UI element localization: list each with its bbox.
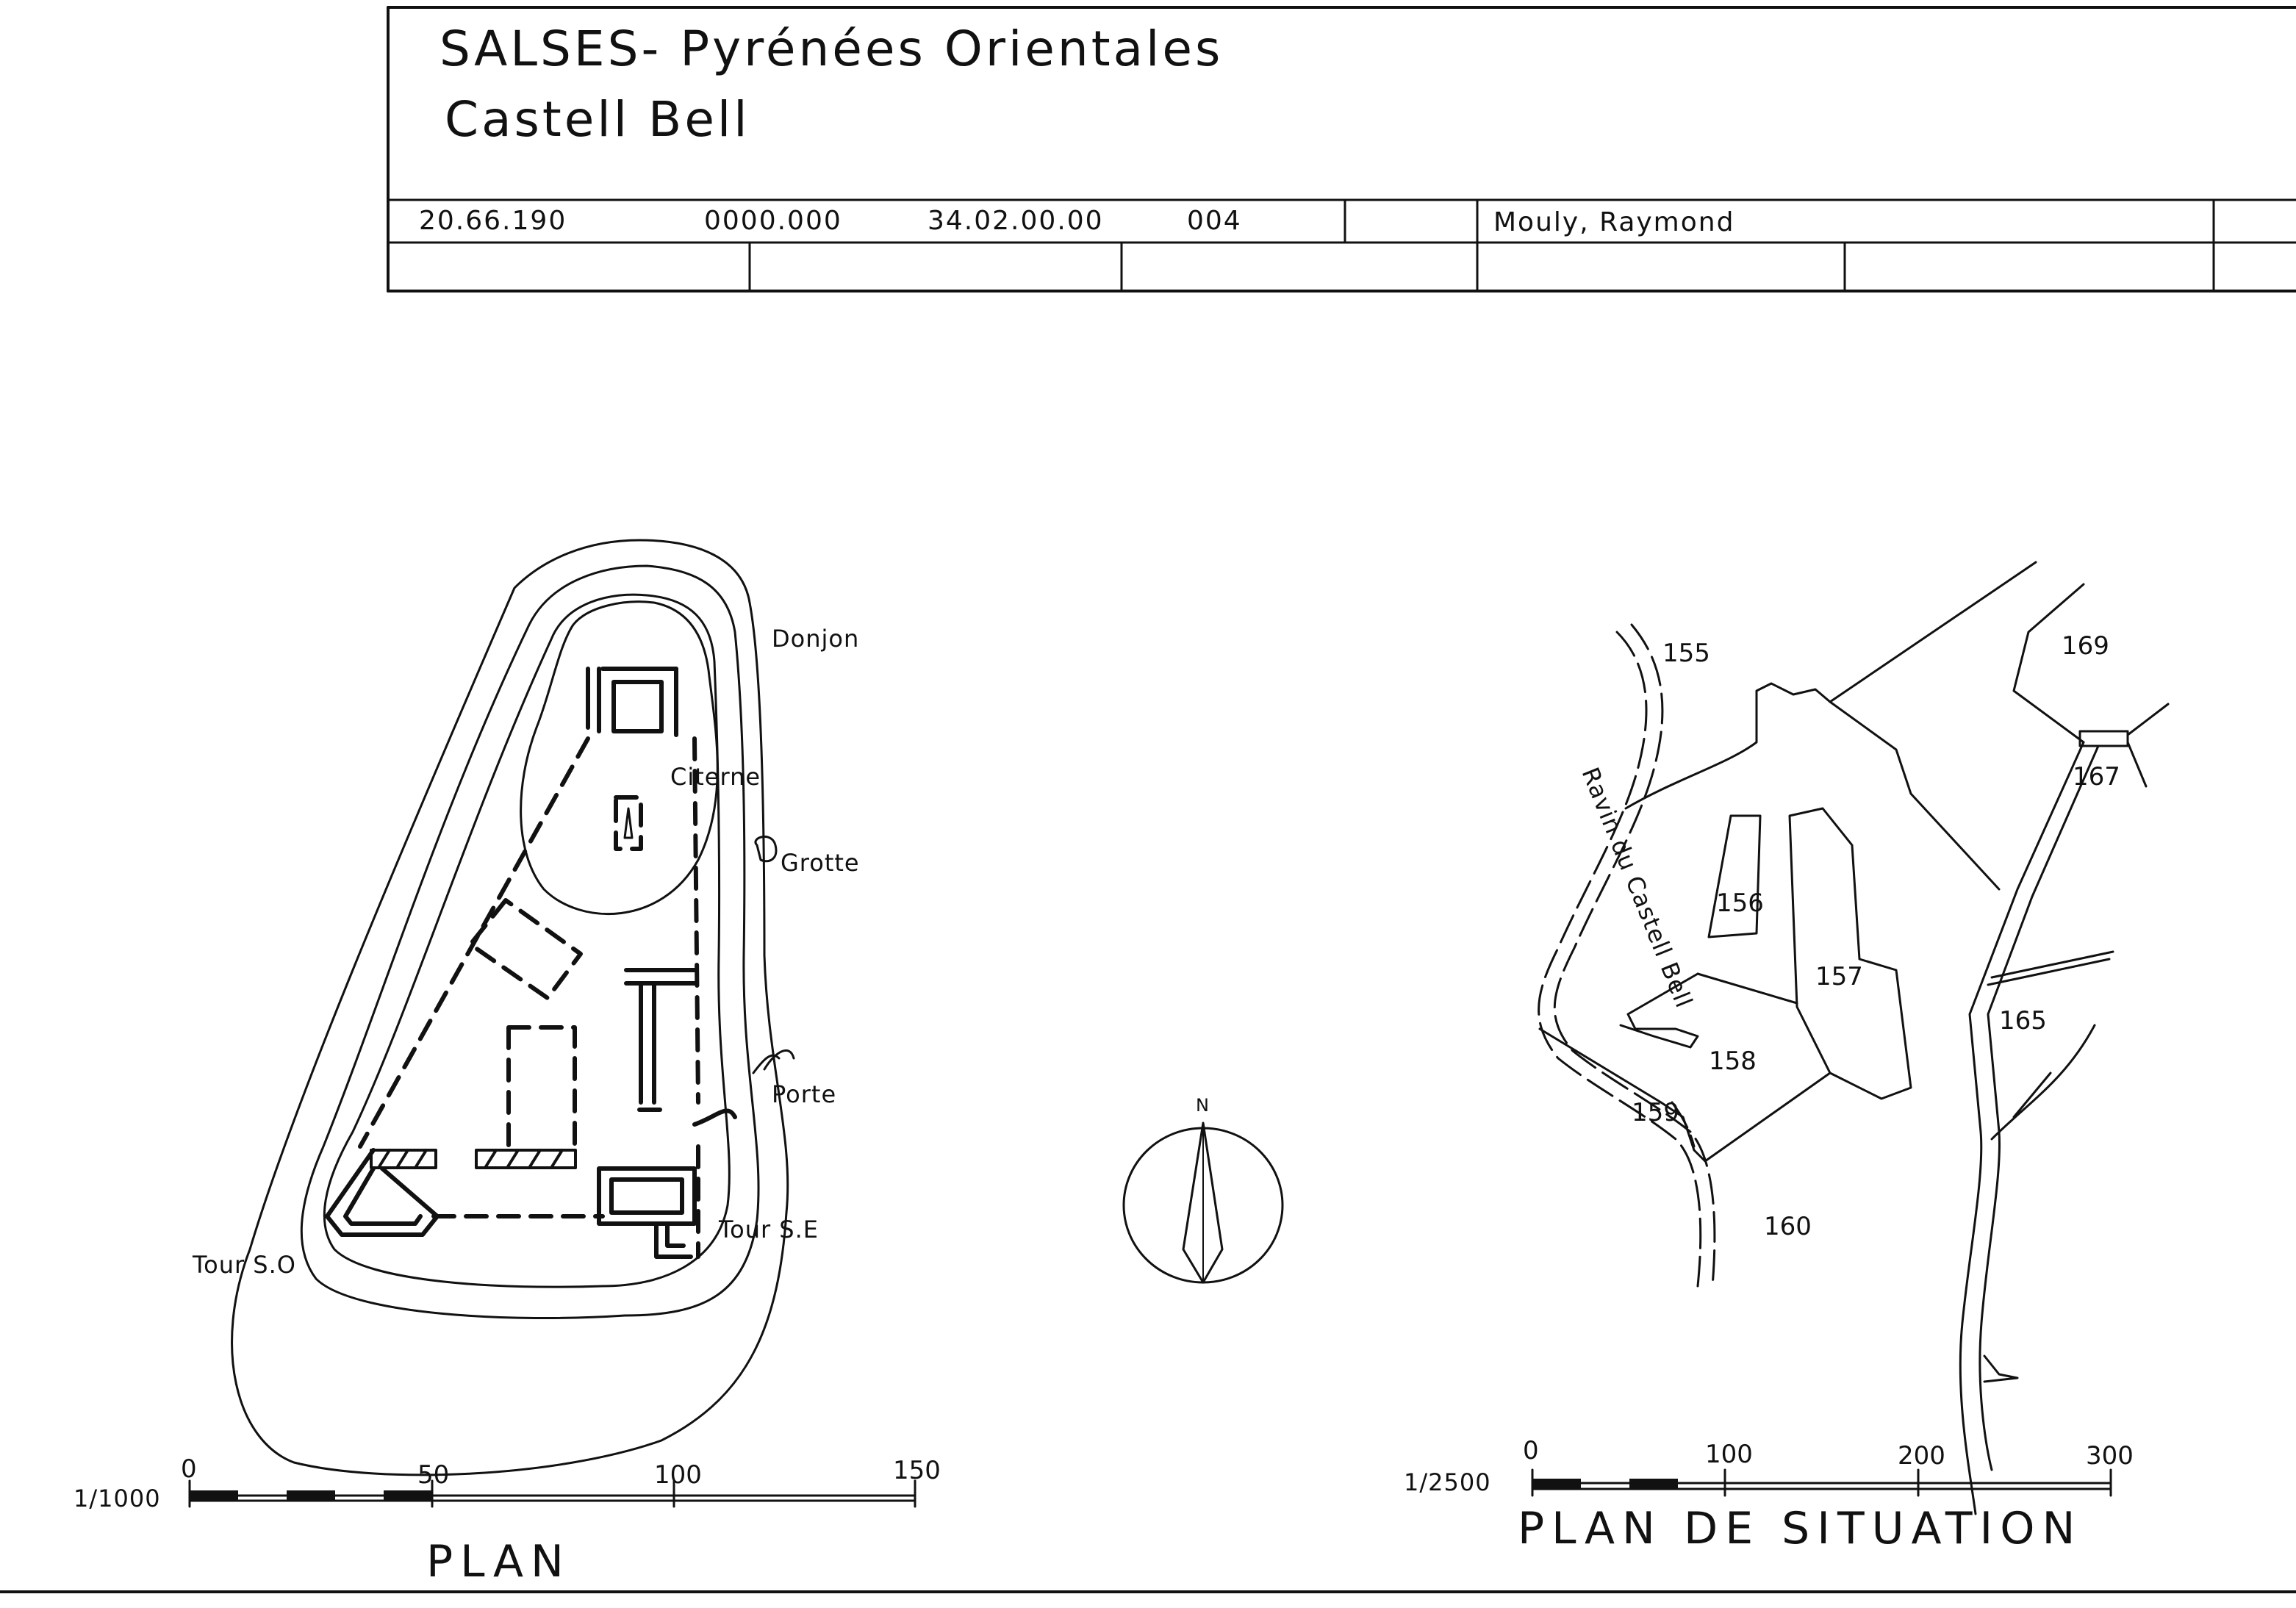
tour-so-structure: [325, 1148, 440, 1237]
situation-scale-ratio: 1/2500: [1404, 1468, 1491, 1496]
plan-scale-tick-50: 50: [417, 1460, 449, 1490]
north-arrow-compass: [1122, 1121, 1284, 1284]
enceinte-dashed-wall: [358, 736, 700, 1259]
parcel-155: 155: [1662, 639, 1710, 668]
situation-scale-tick-0: 0: [1523, 1436, 1539, 1465]
code-cell-1: 20.66.190: [419, 206, 567, 236]
situation-scale-tick-300: 300: [2086, 1441, 2134, 1471]
label-donjon: Donjon: [772, 625, 859, 653]
sheet-frame: [0, 6, 2296, 1593]
parcel-157: 157: [1815, 962, 1863, 991]
plan-scale-ratio: 1/1000: [73, 1485, 161, 1512]
parcel-169: 169: [2062, 631, 2109, 661]
author-cell: Mouly, Raymond: [1493, 207, 1735, 237]
parcel-160: 160: [1764, 1212, 1812, 1241]
code-cell-2: 0000.000: [704, 206, 842, 236]
situation-scale-tick-200: 200: [1898, 1441, 1945, 1471]
situation-scale-bar: [1531, 1468, 2112, 1497]
situation-road: [1959, 741, 2100, 1515]
situation-parcel-lines: [1538, 561, 2170, 1163]
citerne-symbol: [623, 807, 634, 839]
plan-scale-bar: [188, 1479, 916, 1508]
parcel-165: 165: [1999, 1006, 2047, 1035]
plan-scale-tick-100: 100: [654, 1460, 702, 1490]
t-wall: [624, 968, 697, 1105]
parcel-159: 159: [1632, 1098, 1679, 1127]
plan-scale-tick-0: 0: [181, 1454, 197, 1484]
tour-se-structure: [597, 1108, 737, 1259]
contour-lines: [231, 539, 795, 1476]
label-citerne: Citerne: [670, 763, 761, 791]
label-ravin-du-castell-bell: Ravin du Castell Bell: [1576, 764, 1698, 1012]
sheet-title-line2: Castell Bell: [445, 91, 750, 148]
plan-caption: PLAN: [426, 1536, 571, 1587]
parcel-156: 156: [1716, 889, 1764, 918]
label-grotte: Grotte: [781, 849, 860, 877]
parcel-158: 158: [1709, 1047, 1757, 1076]
label-porte: Porte: [772, 1080, 836, 1108]
parcel-167: 167: [2073, 762, 2120, 792]
donjon-structure: [586, 667, 678, 737]
situation-scale-tick-100: 100: [1705, 1440, 1753, 1469]
ravine-dashed: [1538, 623, 1716, 1288]
label-tour-se: Tour S.E: [718, 1216, 819, 1243]
plan-scale-tick-150: 150: [893, 1456, 941, 1485]
sheet-title-line1: SALSES- Pyrénées Orientales: [440, 21, 1224, 77]
code-cell-3: 34.02.00.00: [928, 206, 1104, 236]
compass-north-label: N: [1196, 1095, 1210, 1116]
code-cell-4: 004: [1187, 206, 1242, 236]
title-block-grid: [387, 198, 2296, 292]
situation-caption: PLAN DE SITUATION: [1518, 1503, 2082, 1554]
hatched-walls: [370, 1149, 577, 1169]
label-tour-so: Tour S.O: [192, 1251, 296, 1279]
